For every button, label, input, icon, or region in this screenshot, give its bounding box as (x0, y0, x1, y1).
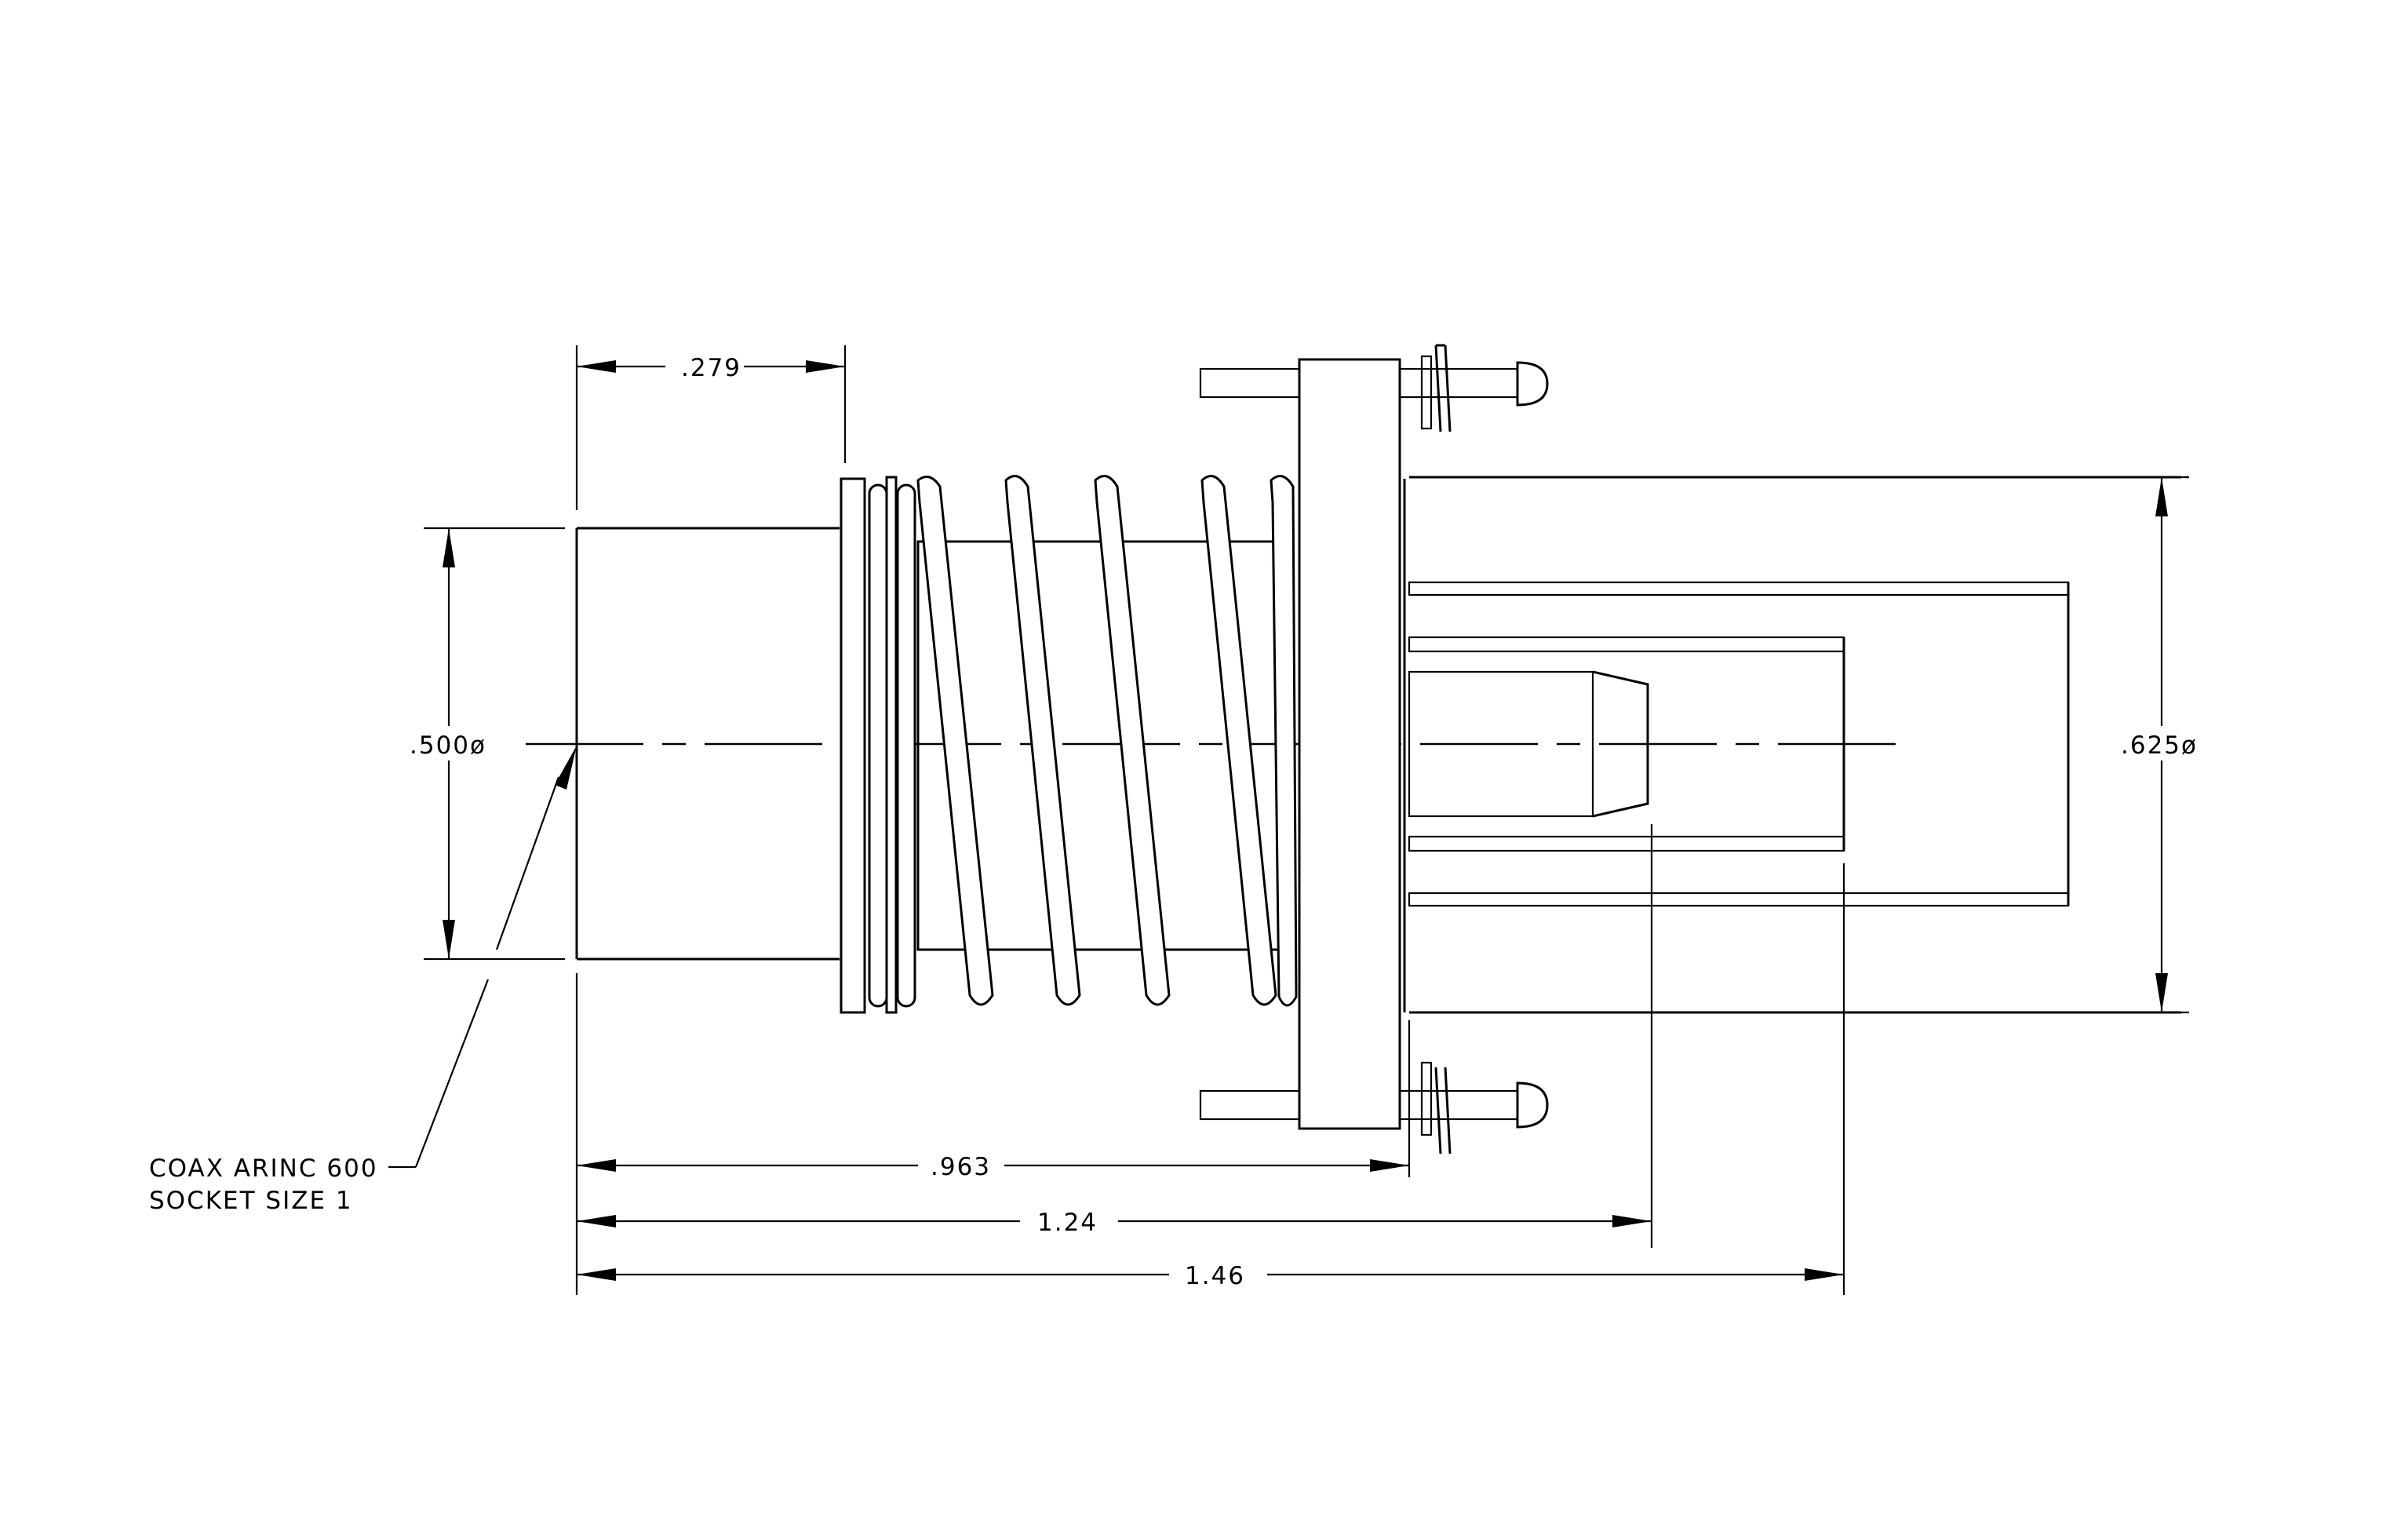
inner-contact-tube (1408, 636, 1845, 852)
dim-124-label: 1.24 (1037, 1209, 1098, 1237)
dimension-mating-face-length: .279 (577, 351, 845, 382)
dim-279-label: .279 (681, 354, 741, 382)
callout-text-line2: SOCKET SIZE 1 (149, 1187, 353, 1215)
dimension-overall-length: 1.46 (577, 1259, 1844, 1290)
coil-spring (916, 475, 1298, 1007)
mounting-flange (1298, 358, 1401, 1130)
dimension-body-diameter: .500ø (404, 528, 494, 959)
dimension-contact-length: 1.24 (577, 1205, 1652, 1237)
callout-text-line1: COAX ARINC 600 (149, 1154, 378, 1183)
mounting-screw-bottom (1199, 1061, 1549, 1154)
mounting-screw-top (1199, 344, 1549, 432)
callout-leader (388, 746, 577, 1169)
extension-lines (424, 345, 2189, 1295)
dielectric-insert (1408, 670, 1649, 818)
dim-625-label: .625ø (2121, 731, 2198, 760)
dim-963-label: .963 (931, 1153, 991, 1181)
dimension-sleeve-diameter: .625ø (2117, 477, 2207, 1012)
outer-sleeve (1408, 476, 2181, 1014)
dim-500-label: .500ø (410, 731, 486, 760)
connector-body (575, 527, 840, 961)
retaining-rings (840, 476, 916, 1014)
dimension-flange-length: .963 (577, 1150, 1409, 1181)
dim-146-label: 1.46 (1185, 1262, 1245, 1290)
